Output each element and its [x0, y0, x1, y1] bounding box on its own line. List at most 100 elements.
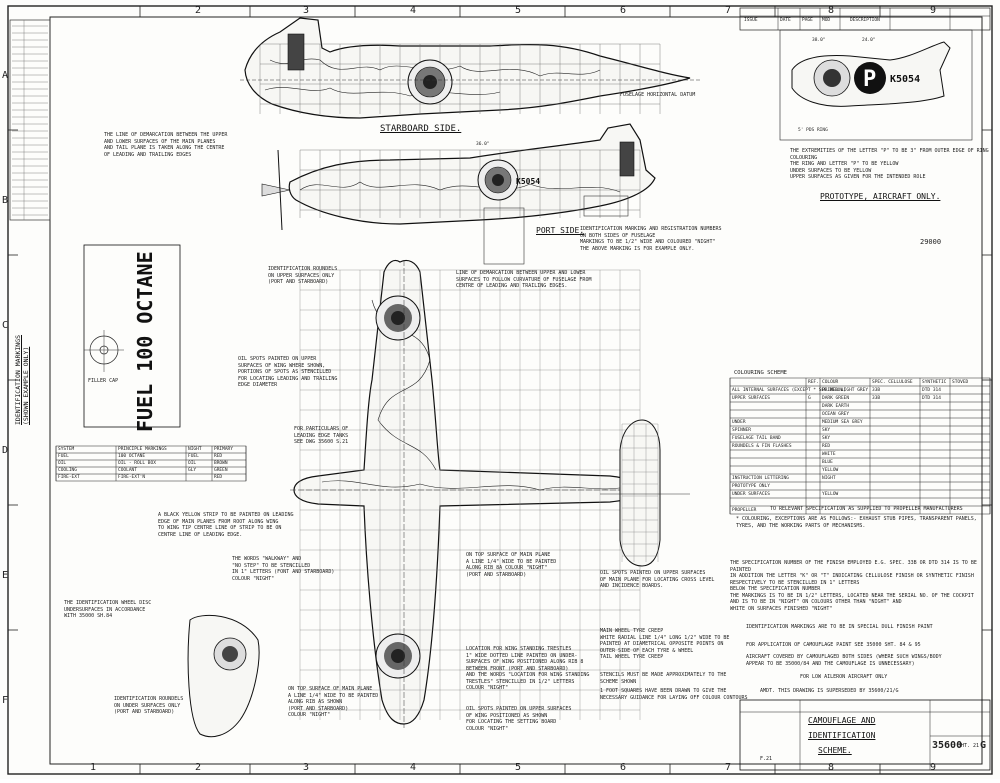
grid-label: 7: [725, 5, 732, 16]
table-cell: 33B: [872, 388, 881, 393]
table-cell: PRINCIPLE MARKINGS: [118, 447, 167, 452]
dimension-2: 24.0": [862, 38, 876, 43]
issue-letter: G: [980, 740, 987, 751]
note-black-strip: A BLACK YELLOW STRIP TO BE PAINTED ON LE…: [158, 512, 294, 538]
note-amendment: AMDT. THIS DRAWING IS SUPERSEDED BY 3560…: [760, 688, 899, 694]
title-line-2: IDENTIFICATION: [808, 731, 876, 740]
revision-header: PAGE: [802, 18, 813, 23]
dimension-4: 5' PDS RING: [798, 128, 828, 133]
revision-header: ISSUE: [744, 18, 758, 23]
table-cell: G: [808, 396, 811, 401]
table-cell: FIRE-EXT'N: [118, 475, 146, 480]
table-cell: BROWN: [214, 461, 228, 466]
scale-label: F.21: [760, 756, 773, 762]
colouring-scheme-title: COLOURING SCHEME: [734, 370, 787, 376]
title-line-1: CAMOUFLAGE AND: [808, 716, 876, 725]
table-cell: DARK EARTH: [822, 404, 850, 409]
note-oil-spots-lower: OIL SPOTS PAINTED ON UPPER SURFACES OF M…: [600, 570, 715, 589]
grid-label: 2: [195, 5, 202, 16]
note-squares: 1 FOOT SQUARES HAVE BEEN DRAWN TO GIVE T…: [600, 688, 748, 701]
tail-fin-view: [600, 419, 690, 567]
grid-label: 7: [725, 762, 732, 773]
table-cell: OIL: [188, 461, 197, 466]
sheet-border: [7, 5, 993, 775]
note-prototype: THE EXTREMITIES OF THE LETTER "P" TO BE …: [790, 148, 989, 180]
table-cell: DTD 314: [922, 388, 941, 393]
identification-markings-box: FUEL 100 OCTANE: [83, 244, 181, 432]
table-cell: ROUNDELS & FIN FLASHES: [732, 444, 792, 449]
note-specification: THE SPECIFICATION NUMBER OF THE FINISH E…: [730, 560, 977, 612]
grid-label: 8: [828, 5, 835, 16]
note-location-trestles: LOCATION FOR WING STANDING TRESTLES 1" W…: [466, 646, 590, 691]
table-cell: SKY: [822, 428, 831, 433]
table-cell: COLOUR: [822, 380, 839, 385]
fuselage-band-starboard: [287, 33, 305, 71]
grid-label: B: [2, 195, 9, 206]
prototype-view: P K5054: [779, 29, 973, 141]
table-cell: PRIMER LIGHT GREY: [822, 388, 869, 393]
grid-label: 3: [303, 5, 310, 16]
note-demarcation: THE LINE OF DEMARCATION BETWEEN THE UPPE…: [104, 132, 228, 158]
grid-label: 6: [620, 5, 627, 16]
revision-block: [739, 7, 991, 31]
table-cell: 33B: [872, 396, 881, 401]
grid-label: 5: [515, 5, 522, 16]
grid-label: 4: [410, 5, 417, 16]
filler-cap-label: FILLER CAP: [88, 378, 119, 384]
table-cell: FUEL: [188, 454, 199, 459]
note-application: FOR APPLICATION OF CAMOUFLAGE PAINT SEE …: [746, 642, 921, 648]
table-cell: NIGHT: [822, 476, 836, 481]
table-cell: UNDER SURFACES: [732, 492, 770, 497]
sheet-number: SHT. 21: [958, 743, 980, 749]
colour-table-grid: [729, 377, 991, 515]
table-cell: SYSTEM: [58, 447, 75, 452]
note-stencils: STENCILS MUST BE MADE APPROXIMATELY TO T…: [600, 672, 727, 685]
note-colouring-footnote: TO RELEVANT SPECIFICATION AS SUPPLIED TO…: [770, 506, 963, 512]
port-side-view: K5054: [261, 123, 656, 265]
note-roundels-upper: IDENTIFICATION ROUNDELS ON UPPER SURFACE…: [268, 266, 338, 285]
note-lower-demarcation: LINE OF DEMARCATION BETWEEN UPPER AND LO…: [456, 270, 592, 289]
table-cell: OIL - ROLL BOX: [118, 461, 156, 466]
note-main-wheel: MAIN WHEEL TYRE CREEP WHITE RADIAL LINE …: [600, 628, 730, 660]
table-cell: RED: [822, 444, 831, 449]
inner-border: [49, 16, 983, 765]
fuel-stencil: FUEL 100 OCTANE: [133, 251, 157, 432]
table-cell: BLUE: [822, 460, 833, 465]
starboard-side-view: [240, 17, 700, 119]
table-cell: MEDIUM SEA GREY: [822, 420, 863, 425]
note-low-aileron: FOR LOW AILERON AIRCRAFT ONLY: [800, 674, 888, 680]
system-table-grid: [55, 445, 247, 482]
starboard-side-title: STARBOARD SIDE.: [380, 124, 462, 134]
grid-label: 4: [410, 762, 417, 773]
note-identification-finish: IDENTIFICATION MARKINGS ARE TO BE IN SPE…: [746, 624, 933, 630]
prototype-title: PROTOTYPE, AIRCRAFT ONLY.: [820, 192, 941, 201]
grid-label: 8: [828, 762, 835, 773]
table-cell: DTD 314: [922, 396, 941, 401]
note-top-surface: ON TOP SURFACE OF MAIN PLANE A LINE 1/4"…: [466, 552, 557, 578]
prototype-serial: K5054: [890, 74, 920, 85]
table-cell: FUSELAGE TAIL BAND: [732, 436, 781, 441]
port-code-marking: K5054: [516, 177, 540, 186]
note-port-identification: IDENTIFICATION MARKING AND REGISTRATION …: [580, 226, 722, 252]
table-cell: YELLOW: [822, 468, 839, 473]
revision-header: MOD: [822, 18, 831, 23]
table-cell: 100 OCTANE: [118, 454, 146, 459]
fuselage-datum-label: FUSELAGE HORIZONTAL DATUM: [620, 92, 696, 98]
note-oil-spots-upper: OIL SPOTS PAINTED ON UPPER SURFACES OF W…: [466, 706, 572, 732]
table-cell: PROPELLER: [732, 508, 757, 513]
left-revision-strip: [9, 19, 51, 221]
identification-markings-title: IDENTIFICATION MARKINGS (SHOWN EXAMPLE O…: [14, 334, 30, 425]
table-cell: COOLING: [58, 468, 77, 473]
grid-label: A: [2, 70, 9, 81]
note-oil-spots: OIL SPOTS PAINTED ON UPPER SURFACES OF W…: [238, 356, 338, 388]
grid-label: 3: [303, 762, 310, 773]
drawing-ref-small: 29000: [920, 238, 942, 246]
drawing-number: 35600: [932, 740, 963, 751]
revision-header: DESCRIPTION: [850, 18, 880, 23]
table-cell: STOVED: [952, 380, 969, 385]
underwing-section: [187, 615, 260, 738]
table-cell: COOLANT: [118, 468, 137, 473]
table-cell: RED: [214, 475, 223, 480]
table-cell: INSTRUCTION LETTERING: [732, 476, 789, 481]
grid-label: 5: [515, 762, 522, 773]
